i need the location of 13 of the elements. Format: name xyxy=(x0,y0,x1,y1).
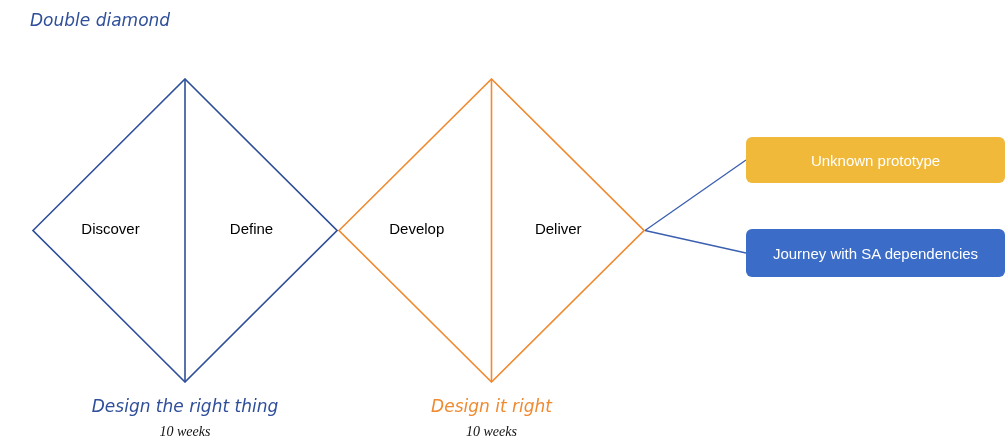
duration-label: 10 weeks xyxy=(466,424,517,440)
stage-label: Develop xyxy=(389,219,445,237)
connector-line xyxy=(644,159,747,232)
diagram-title: Double diamond xyxy=(30,10,171,30)
duration-label: 10 weeks xyxy=(159,424,211,440)
connector-line xyxy=(644,229,747,254)
stage-label: Define xyxy=(229,219,274,237)
phase-caption: Design it right xyxy=(431,396,552,416)
outcome-box: Unknown prototype xyxy=(746,137,1005,183)
stage-label: Deliver xyxy=(534,219,582,237)
outcome-box: Journey with SA dependencies xyxy=(746,229,1005,277)
phase-caption: Design the right thing xyxy=(91,396,279,416)
stage-label: Discover xyxy=(81,219,140,237)
